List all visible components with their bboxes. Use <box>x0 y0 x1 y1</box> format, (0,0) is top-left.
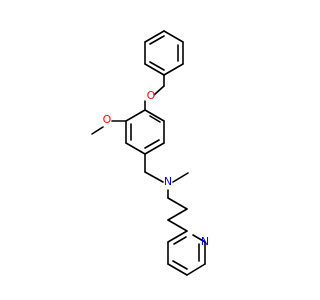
phenyl-ring <box>144 30 184 76</box>
phenyl-double-bond-3 <box>149 61 165 71</box>
benzyloxy-linker <box>153 74 165 96</box>
ch2-amine-bond <box>144 171 164 183</box>
amine-methyl-bond <box>172 172 189 183</box>
molecule-diagram: O O N N <box>91 30 210 276</box>
phenyl-bond-3 <box>163 63 184 76</box>
benzyloxy-oxygen-label: O <box>147 89 156 102</box>
central-benzene-ring <box>125 109 165 155</box>
pyridine-bond-2 <box>192 234 206 243</box>
phenyl-double-bond-1 <box>149 35 165 45</box>
amine-nitrogen-label: N <box>164 175 172 188</box>
pyridine-double-bond-2 <box>172 260 188 270</box>
central-ring-bond-1 <box>144 109 165 122</box>
phenyl-bond-1 <box>163 30 184 43</box>
pyridine-bond-1 <box>167 219 188 232</box>
pyridine-nitrogen-label: N <box>201 235 209 248</box>
central-ring-double-bond-2 <box>144 139 160 149</box>
pyridine-bond-7 <box>167 230 188 243</box>
ring-oxygen-bonds <box>91 100 146 135</box>
benzyl-oxygen-bond <box>153 85 165 96</box>
aryl-methyl-amine-chain <box>144 153 189 221</box>
methoxy-oxygen-label: O <box>103 113 112 126</box>
ethyl-pyridine-bond <box>167 208 188 221</box>
central-ring-double-bond-1 <box>149 115 161 123</box>
methoxy-methyl-bond <box>91 126 104 135</box>
central-ring-bond-6 <box>125 109 146 122</box>
central-ring-bond-4 <box>125 142 146 155</box>
pyridine-double-bond-3 <box>173 236 187 245</box>
structure-svg: O O N N <box>91 30 209 276</box>
pyridine-bond-4 <box>186 263 206 276</box>
pyridine-ring <box>167 219 206 276</box>
amine-ethyl-bond-2 <box>167 197 188 210</box>
phenyl-bond-4 <box>144 63 165 76</box>
central-ring-bond-3 <box>144 142 165 155</box>
phenyl-bond-6 <box>144 30 165 43</box>
pyridine-bond-5 <box>167 263 188 276</box>
